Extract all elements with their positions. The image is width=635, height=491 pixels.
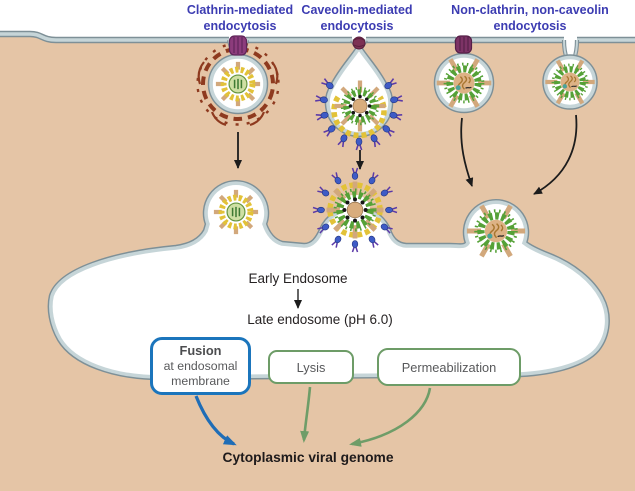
arrow-nonclathrin-b	[533, 114, 578, 195]
endosome-bump-caveolin	[312, 167, 398, 253]
arrow-nonclathrin-a	[460, 117, 474, 187]
early-endosome-label: Early Endosome	[248, 271, 348, 286]
label-clathrin-pathway: Clathrin-mediated endocytosis	[163, 3, 317, 34]
label-nonclathrin-pathway: Non-clathrin, non-caveolin endocytosis	[440, 3, 620, 34]
label-line: Non-clathrin, non-caveolin	[451, 3, 609, 17]
label-line: Clathrin-mediated	[186, 3, 294, 17]
lysis-box: Lysis	[268, 350, 354, 384]
internalization-arrows	[234, 114, 578, 195]
permeabilization-box: Permeabilization	[377, 348, 521, 386]
late-endosome-label: Late endosome (pH 6.0)	[247, 312, 393, 327]
permeabilization-box-label: Permeabilization	[401, 359, 497, 375]
arrow-permeabilization	[349, 387, 432, 447]
label-line: endocytosis	[320, 18, 394, 33]
nonclathrin-vesicle-b	[545, 54, 594, 110]
virion-clathrin-cargo	[216, 62, 260, 106]
arrow-fusion	[194, 395, 237, 446]
label-line: endocytosis	[493, 18, 567, 33]
fusion-box-title: Fusion	[179, 343, 222, 359]
caveolin-neck	[352, 36, 366, 50]
nonclathrin-neck	[454, 35, 473, 54]
lysis-box-label: Lysis	[296, 359, 326, 375]
caveolar-lining	[331, 95, 387, 139]
cytoplasmic-viral-genome-label: Cytoplasmic viral genome	[222, 450, 394, 465]
virion-caveolin-cargo	[335, 81, 386, 132]
clathrin-neck	[228, 35, 248, 56]
fusion-box-line3: membrane	[171, 373, 230, 388]
endosome-bump-clathrin	[214, 190, 258, 234]
label-line: endocytosis	[203, 18, 277, 33]
arrow-lysis	[300, 386, 312, 443]
nonclathrin-vesicle-a	[437, 35, 492, 114]
fusion-box: Fusion at endosomal membrane	[150, 337, 251, 395]
label-line: Caveolin-mediated	[301, 3, 413, 17]
fusion-box-line2: at endosomal	[163, 358, 238, 373]
label-caveolin-pathway: Caveolin-mediated endocytosis	[280, 3, 434, 34]
plasma-membrane	[0, 30, 635, 44]
caveolin-vesicle	[314, 36, 404, 151]
clathrin-coated-vesicle	[196, 35, 280, 127]
